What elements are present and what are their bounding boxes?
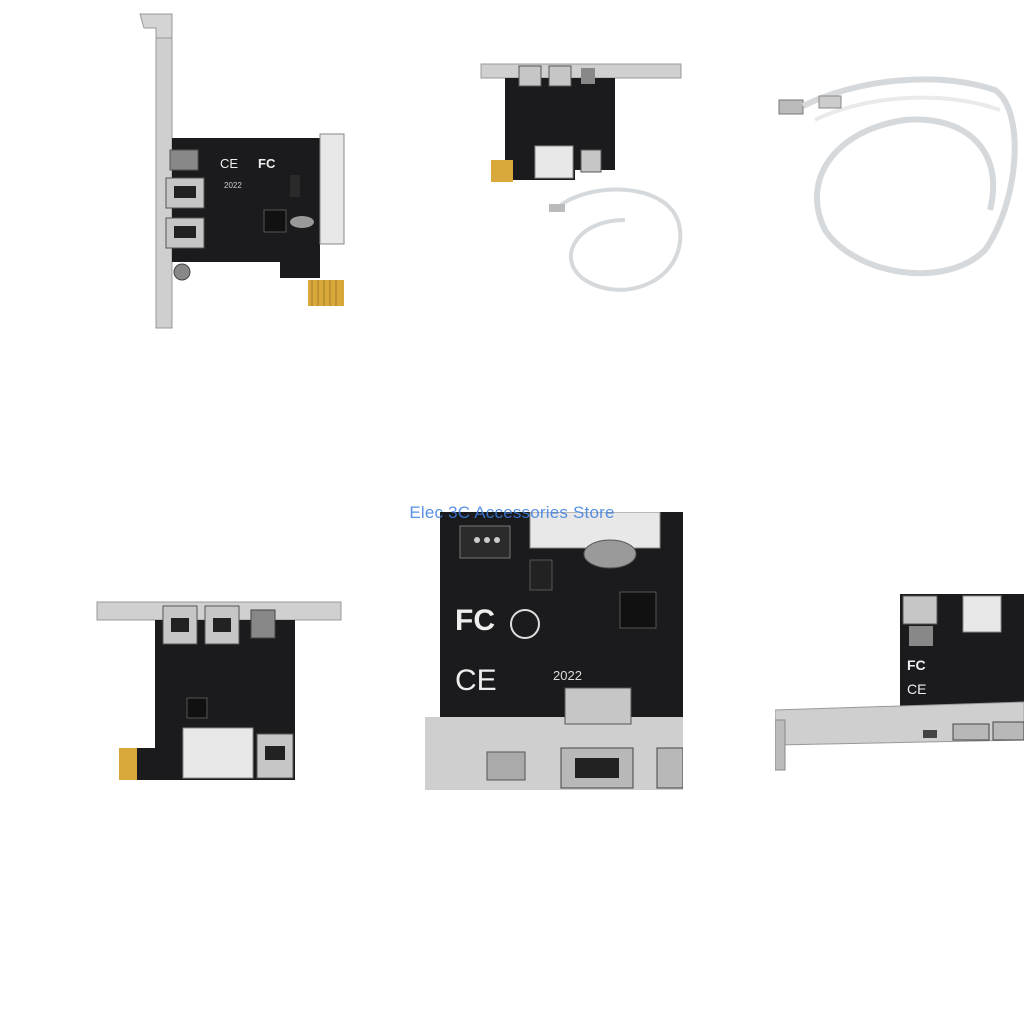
cable-illustration: [778, 76, 1018, 277]
product-photo-card-front: [95, 598, 343, 783]
product-photo-bracket-angle: FC CE: [775, 590, 1024, 775]
year-mark-closeup: 2022: [553, 668, 582, 683]
fc-mark: FC: [258, 156, 276, 171]
fc-mark-angle: FC: [907, 657, 926, 673]
ce-mark: CE: [220, 156, 238, 171]
fc-mark-closeup: FC: [455, 604, 495, 637]
closeup-illustration: FC CE 2022: [425, 512, 683, 790]
product-photo-card-cable: [475, 60, 685, 300]
ce-mark-angle: CE: [907, 681, 926, 697]
ce-mark-closeup: CE: [455, 664, 497, 697]
card-front-illustration: [96, 601, 342, 780]
product-photo-cable: [775, 60, 1024, 290]
card-side-illustration: CE FC 2022: [139, 13, 345, 329]
card-cable-illustration: [480, 63, 683, 292]
year-mark: 2022: [224, 181, 242, 190]
product-photo-closeup: FC CE 2022: [425, 512, 683, 790]
product-photo-card-side: CE FC 2022: [130, 10, 345, 330]
bracket-angle-illustration: FC CE: [775, 594, 1024, 771]
